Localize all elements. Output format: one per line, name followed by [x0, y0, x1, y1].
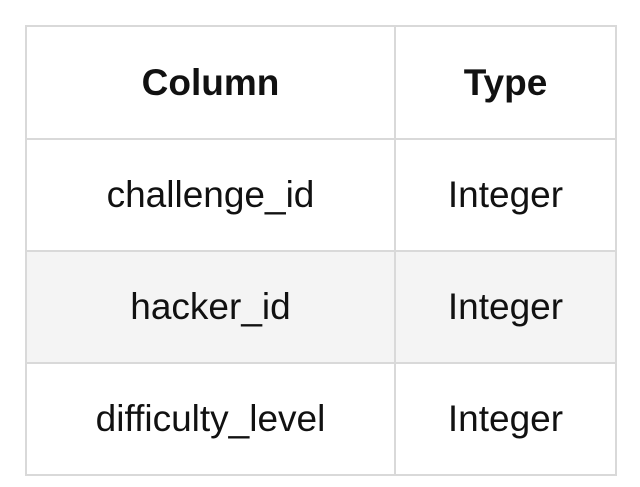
table-row: challenge_id Integer — [25, 138, 617, 252]
cell-column-name: challenge_id — [25, 138, 396, 252]
schema-table: Column Type challenge_id Integer hacker_… — [25, 25, 617, 476]
column-header-type: Type — [394, 25, 617, 140]
cell-column-name: hacker_id — [25, 250, 396, 364]
cell-column-type: Integer — [394, 250, 617, 364]
cell-column-type: Integer — [394, 362, 617, 476]
cell-column-type: Integer — [394, 138, 617, 252]
cell-column-name: difficulty_level — [25, 362, 396, 476]
column-header-column: Column — [25, 25, 396, 140]
table-header-row: Column Type — [25, 25, 617, 140]
table-row: hacker_id Integer — [25, 250, 617, 364]
table-row: difficulty_level Integer — [25, 362, 617, 476]
